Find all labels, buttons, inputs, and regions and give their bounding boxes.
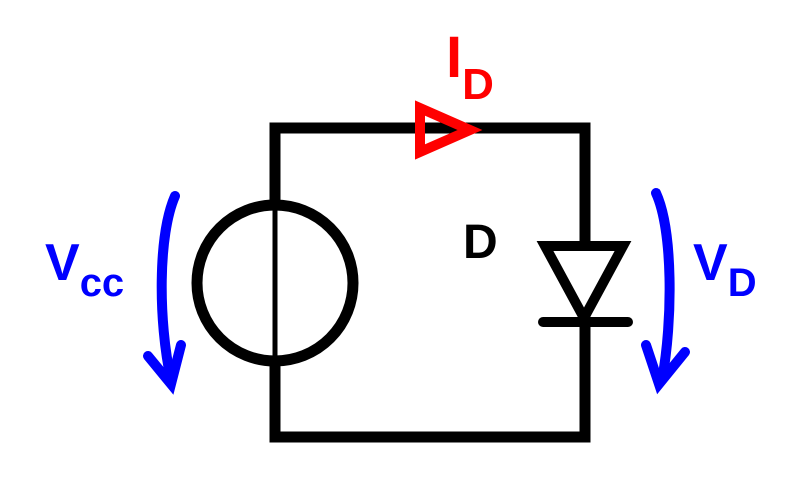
vcc-label: Vcc: [45, 234, 124, 305]
wire-loop-bottom: [269, 316, 591, 443]
diode-triangle: [536, 241, 632, 329]
voltage-source-symbol: [191, 199, 359, 367]
vd-voltage-arrow: [641, 188, 690, 395]
current-label-main: I: [446, 25, 462, 90]
vcc-arrow-head: [143, 340, 186, 395]
circuit-wires: [269, 122, 591, 443]
current-label-sub: D: [462, 60, 494, 109]
vd-label-main: V: [693, 234, 728, 292]
vcc-arrow-shaft: [156, 191, 180, 385]
vcc-voltage-arrow: [143, 191, 186, 395]
diode-label: D: [463, 216, 498, 269]
diode-symbol: [536, 241, 633, 329]
vd-arrow-shaft: [651, 188, 675, 385]
wire-loop-left-top: [269, 122, 591, 249]
current-arrow: [415, 100, 483, 160]
vcc-label-main: V: [45, 234, 80, 292]
vd-label-sub: D: [728, 261, 757, 305]
vd-arrow-head: [641, 340, 690, 395]
vd-label: VD: [693, 234, 757, 305]
vcc-label-sub: cc: [80, 261, 125, 305]
current-label: ID: [446, 25, 494, 109]
current-arrow-head: [415, 100, 483, 160]
